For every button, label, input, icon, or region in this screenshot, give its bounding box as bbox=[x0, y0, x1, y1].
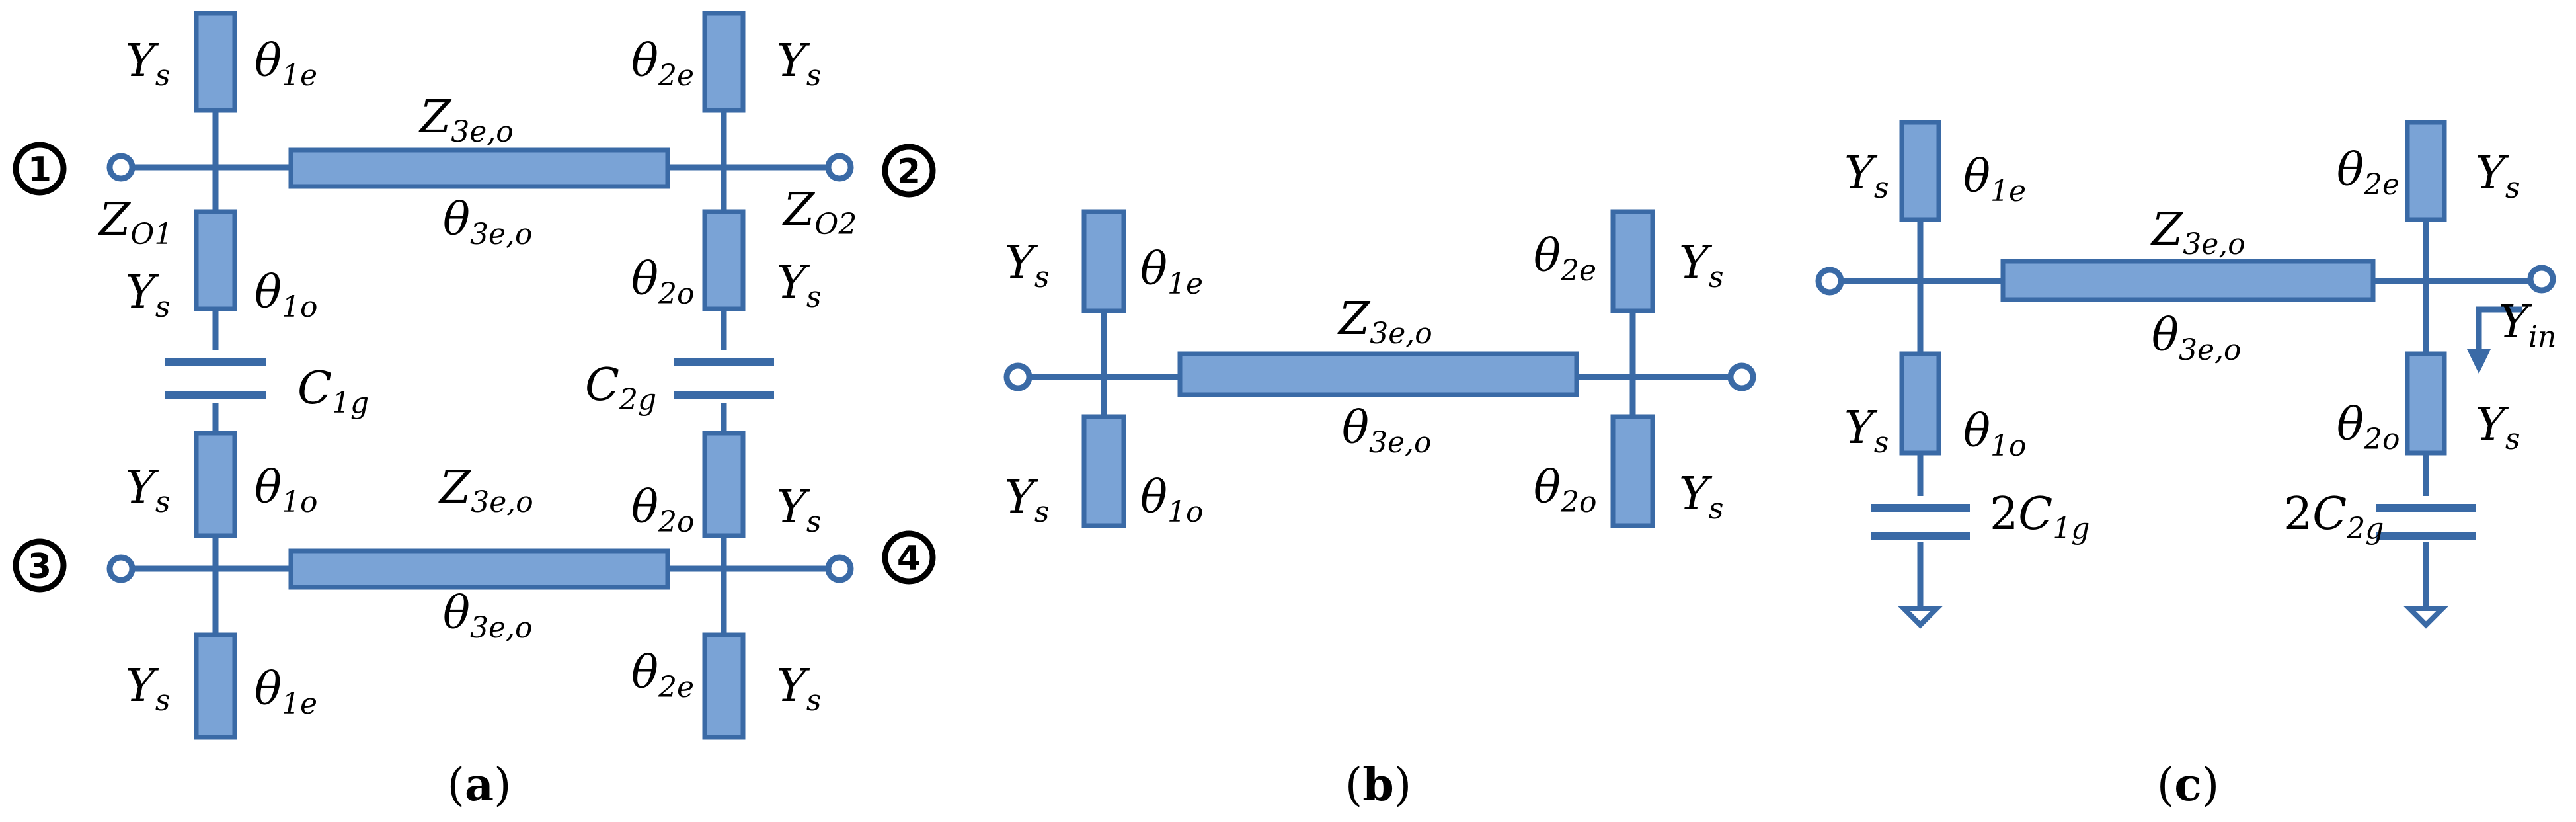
label-ys: Ys bbox=[777, 481, 821, 539]
label-theta1o: θ1o bbox=[1140, 472, 1203, 529]
capacitor-2c1g bbox=[1871, 496, 1970, 542]
terminal-left bbox=[1815, 267, 1844, 296]
caption-b: (b) bbox=[1345, 759, 1412, 811]
label-ys: Ys bbox=[777, 257, 821, 314]
terminal-port-1 bbox=[106, 153, 136, 182]
label-ys: Ys bbox=[126, 267, 170, 324]
stub-theta2e-lower bbox=[702, 632, 746, 740]
terminal-port-3 bbox=[106, 554, 136, 583]
label-theta1o: θ1o bbox=[254, 267, 317, 324]
label-2c2g: 2C2g bbox=[2284, 488, 2384, 546]
stub-theta2o bbox=[2405, 351, 2447, 456]
capacitor-c2g bbox=[674, 350, 774, 403]
port-4-badge: 4 bbox=[882, 530, 936, 585]
label-theta1o: θ1o bbox=[1963, 405, 2026, 463]
label-theta2e: θ2e bbox=[2337, 144, 2400, 202]
label-ys: Ys bbox=[126, 35, 170, 93]
terminal-left bbox=[1003, 362, 1033, 391]
label-z3eo: Z3e,o bbox=[418, 91, 514, 149]
tline-z3eo-lower bbox=[288, 548, 670, 590]
port-1-badge: 1 bbox=[13, 142, 67, 196]
stub-theta2e bbox=[1610, 209, 1655, 313]
label-z3eo: Z3e,o bbox=[2150, 204, 2245, 261]
terminal-right bbox=[1727, 362, 1756, 391]
label-theta3eo: θ3e,o bbox=[443, 587, 532, 645]
label-zo1: ZO1 bbox=[98, 194, 173, 251]
svg-text:2: 2 bbox=[897, 152, 921, 192]
label-theta3eo: θ3e,o bbox=[1342, 402, 1431, 460]
panel-c: Ys θ1e θ2e Ys Z3e,o θ3e,o Yin Ys θ1o θ2o… bbox=[1815, 120, 2556, 811]
terminal-port-2 bbox=[825, 153, 854, 182]
label-theta2e: θ2e bbox=[631, 647, 694, 704]
stub-theta2o bbox=[1610, 414, 1655, 528]
svg-text:4: 4 bbox=[897, 539, 921, 579]
label-theta2o: θ2o bbox=[631, 253, 694, 311]
stub-theta2e-upper bbox=[702, 11, 746, 113]
stub-theta1e bbox=[1899, 120, 1941, 222]
label-ys: Ys bbox=[1005, 472, 1049, 529]
label-2c1g: 2C1g bbox=[1990, 488, 2089, 546]
capacitor-c1g bbox=[165, 350, 266, 403]
panel-b: Ys θ1e θ2e Ys Z3e,o θ3e,o Ys θ1o θ2o Ys … bbox=[1003, 209, 1756, 811]
caption-c: (c) bbox=[2157, 759, 2219, 811]
label-theta2e: θ2e bbox=[1534, 230, 1596, 288]
label-ys: Ys bbox=[1679, 237, 1723, 294]
label-theta1e: θ1e bbox=[254, 35, 317, 93]
label-theta3eo: θ3e,o bbox=[443, 194, 532, 251]
label-theta1e: θ1e bbox=[254, 663, 317, 721]
label-theta1e: θ1e bbox=[1140, 243, 1203, 301]
svg-text:1: 1 bbox=[28, 150, 52, 190]
stub-theta1o-upper bbox=[194, 209, 237, 311]
label-zo2: ZO2 bbox=[782, 184, 857, 241]
label-theta1e: θ1e bbox=[1963, 151, 2026, 208]
tline-z3eo bbox=[1177, 351, 1579, 397]
stub-theta2e bbox=[2405, 120, 2447, 222]
tline-z3eo bbox=[2000, 259, 2376, 302]
stub-theta2o-upper bbox=[702, 209, 746, 311]
label-theta2o: θ2o bbox=[2337, 399, 2400, 456]
label-ys: Ys bbox=[1844, 147, 1889, 205]
label-ys: Ys bbox=[1005, 237, 1049, 294]
stub-theta1e-upper bbox=[194, 11, 237, 113]
label-theta1o: θ1o bbox=[254, 462, 317, 519]
label-theta2o: θ2o bbox=[631, 481, 694, 539]
label-ys: Ys bbox=[777, 660, 821, 718]
label-z3eo: Z3e,o bbox=[1337, 293, 1432, 350]
caption-a: (a) bbox=[447, 759, 511, 811]
label-c2g: C2g bbox=[585, 359, 656, 417]
label-ys: Ys bbox=[126, 660, 170, 718]
yin-arrow-icon bbox=[2467, 306, 2522, 374]
port-3-badge: 3 bbox=[13, 538, 67, 593]
stub-theta1e bbox=[1081, 209, 1126, 313]
terminal-port-4 bbox=[825, 554, 854, 583]
stub-theta2o-lower bbox=[702, 431, 746, 538]
panel-a: 1 2 3 4 Ys θ1e θ2e Ys Z3e,o θ3e,o ZO1 ZO… bbox=[13, 11, 936, 811]
ground-icon bbox=[2403, 606, 2449, 629]
label-z3eo: Z3e,o bbox=[438, 462, 533, 519]
terminal-right bbox=[2527, 265, 2556, 294]
label-ys: Ys bbox=[777, 35, 821, 93]
label-c1g: C1g bbox=[297, 362, 369, 420]
stub-theta1o-lower bbox=[194, 431, 237, 538]
label-theta2e: θ2e bbox=[631, 35, 694, 93]
label-ys: Ys bbox=[1679, 468, 1723, 526]
port-2-badge: 2 bbox=[882, 144, 936, 198]
stub-theta1e-lower bbox=[194, 632, 237, 740]
capacitor-2c2g bbox=[2376, 496, 2476, 542]
svg-text:3: 3 bbox=[28, 547, 52, 587]
ground-icon bbox=[1897, 606, 1943, 629]
label-ys: Ys bbox=[126, 462, 170, 519]
stub-theta1o bbox=[1899, 351, 1941, 456]
label-ys: Ys bbox=[2476, 399, 2520, 456]
label-theta3eo: θ3e,o bbox=[2152, 309, 2241, 367]
stub-theta1o bbox=[1081, 414, 1126, 528]
label-ys: Ys bbox=[1844, 402, 1889, 460]
label-theta2o: θ2o bbox=[1534, 462, 1596, 519]
tline-z3eo-upper bbox=[288, 147, 670, 189]
label-ys: Ys bbox=[2476, 147, 2520, 205]
label-yin: Yin bbox=[2499, 296, 2556, 354]
